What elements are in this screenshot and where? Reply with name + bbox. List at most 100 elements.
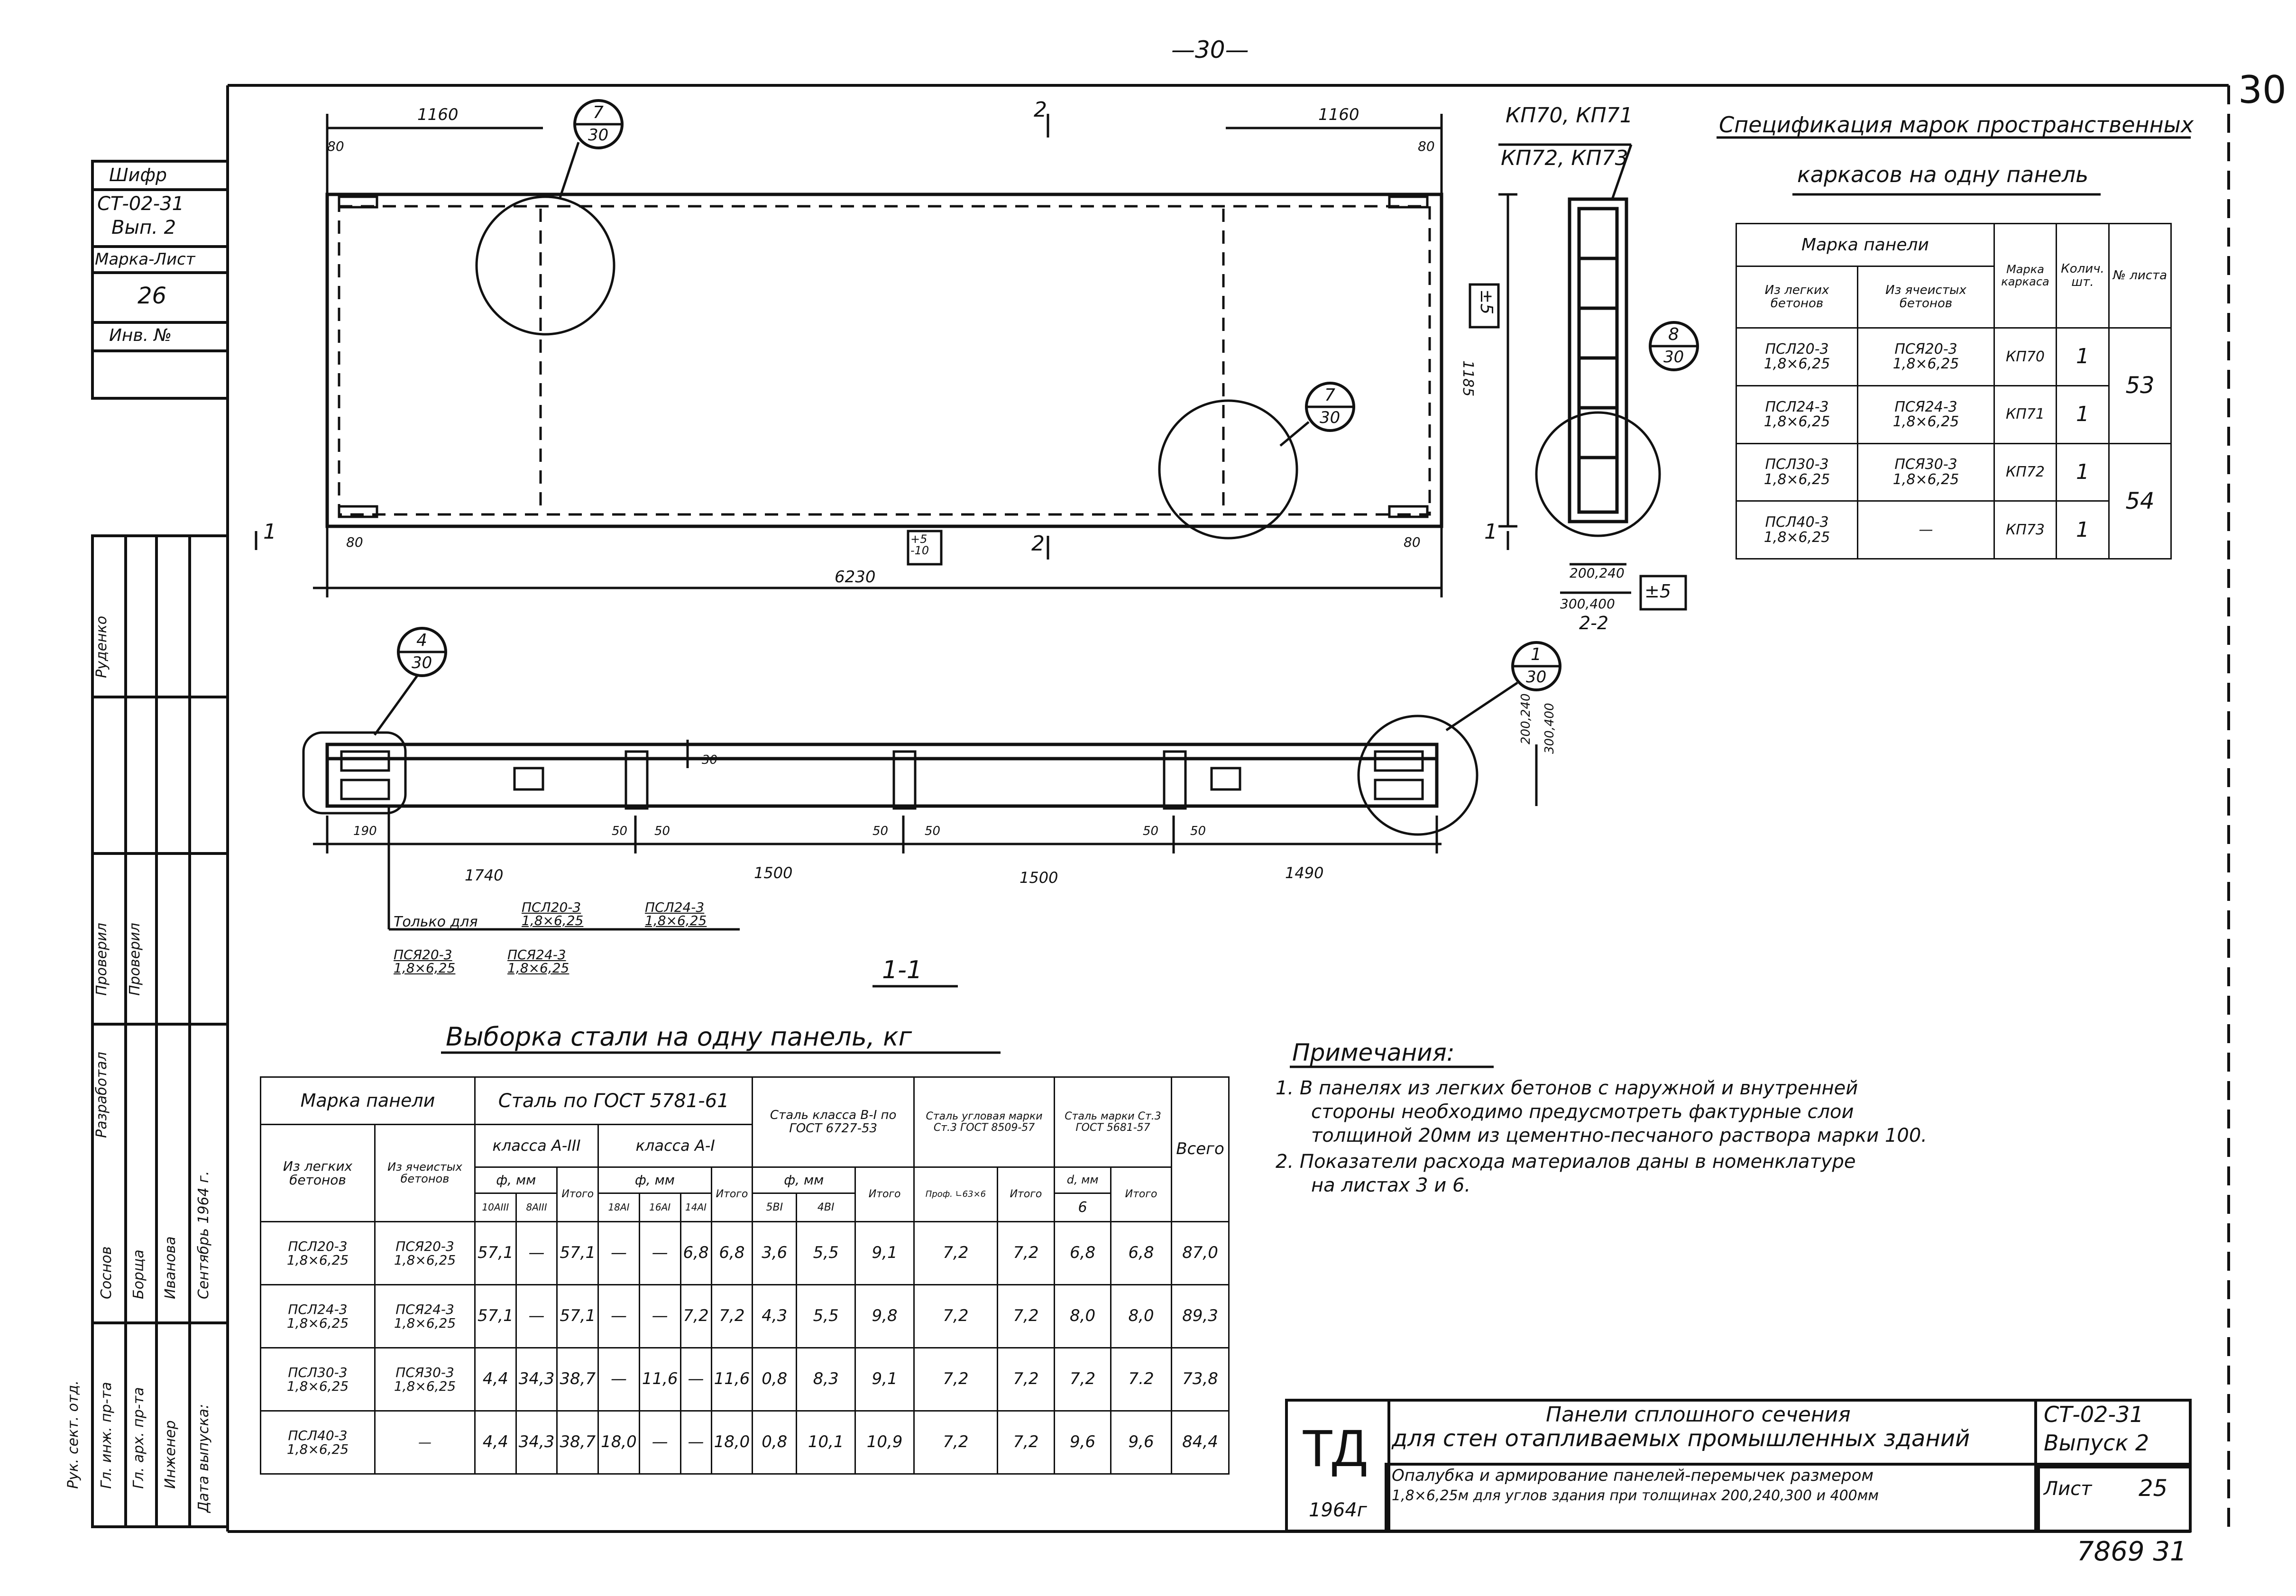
steel-cell: 18,0 xyxy=(710,1410,753,1475)
steel-h-st3-d: d, мм xyxy=(1054,1166,1112,1194)
steel-table: Марка панели Сталь по ГОСТ 5781-61 Сталь… xyxy=(260,1076,1230,1475)
steel-cell: 8,0 xyxy=(1110,1284,1172,1348)
note-line-5: на листах 3 и 6. xyxy=(1311,1174,1471,1196)
note-line-3: толщиной 20мм из цементно-песчаного раст… xyxy=(1311,1125,1928,1147)
steel-r2-cell: ПСЯ24-3 1,8×6,25 xyxy=(374,1284,476,1348)
steel-cell: 7,2 xyxy=(913,1221,998,1285)
steel-h-st3-6: 6 xyxy=(1054,1192,1112,1222)
steel-cell: — xyxy=(638,1284,681,1348)
section-1-1-dim-50-f: 50 xyxy=(1190,824,1206,838)
steel-h-18a1: 18АI xyxy=(597,1192,640,1222)
steel-row: ПСЛ20-3 1,8×6,25 ПСЯ20-3 1,8×6,25 57,1 —… xyxy=(260,1221,1230,1285)
spec-r1-qty: 1 xyxy=(2056,327,2110,386)
steel-cell: 57,1 xyxy=(474,1221,517,1285)
side-role-4: Инженер xyxy=(162,1420,179,1489)
side-role-3: Гл. арх. пр-та xyxy=(130,1387,147,1489)
side-name-4: Иванова xyxy=(162,1236,179,1299)
spec-h-sheet: № листа xyxy=(2108,223,2172,329)
section-1-1-dim-30: 30 xyxy=(702,753,718,767)
side-col-4: Руденко xyxy=(93,615,110,678)
section-mark-1-right: 1 xyxy=(1484,520,1497,544)
steel-r4-cell: — xyxy=(374,1410,476,1475)
steel-cell: 73,8 xyxy=(1171,1347,1230,1412)
steel-cell: — xyxy=(638,1410,681,1475)
steel-cell: — xyxy=(597,1221,640,1285)
callout-7-30-a-num: 7 xyxy=(593,103,604,122)
title-code: СТ-02-31 xyxy=(2044,1402,2144,1427)
only-mark-1: ПСЛ20-3 1,8×6,25 xyxy=(522,899,584,928)
steel-h-14a1: 14АI xyxy=(680,1192,712,1222)
section-1-1-dim-2: 1500 xyxy=(754,864,793,882)
section-mark-2-bottom: 2 xyxy=(1031,532,1045,556)
title-line-1: Панели сплошного сечения xyxy=(1546,1403,1851,1427)
spec-sheet-53: 53 xyxy=(2108,327,2172,444)
steel-cell: 0,8 xyxy=(752,1410,798,1475)
spec-r1-cell: ПСЯ20-3 1,8×6,25 xyxy=(1857,327,1995,386)
title-block-code-cell xyxy=(2034,1399,2192,1468)
section-2-2-tol: ±5 xyxy=(1644,581,1671,602)
spec-r2-cell: ПСЯ24-3 1,8×6,25 xyxy=(1857,385,1995,444)
steel-cell: 34,3 xyxy=(515,1410,558,1475)
steel-cell: 7,2 xyxy=(996,1347,1056,1412)
steel-h-b1: Сталь класса В-I по ГОСТ 6727-53 xyxy=(752,1076,915,1168)
callout-4-30-num: 4 xyxy=(416,631,427,650)
callout-4-30-den: 30 xyxy=(412,653,432,672)
dim-1160-right: 1160 xyxy=(1318,105,1359,124)
side-role-2: Гл. инж. пр-та xyxy=(98,1382,115,1489)
section-1-1-title: 1-1 xyxy=(882,956,922,984)
steel-cell: 4,4 xyxy=(474,1347,517,1412)
steel-cell: — xyxy=(515,1284,558,1348)
section-1-1-dim-1: 1740 xyxy=(465,866,504,884)
spec-r4-qty: 1 xyxy=(2056,500,2110,560)
title-logo: ТД xyxy=(1302,1419,1368,1477)
section-2-2-dim-b: 300,400 xyxy=(1560,596,1615,612)
callout-8-30-num: 8 xyxy=(1668,325,1679,344)
steel-r1-light: ПСЛ20-3 1,8×6,25 xyxy=(260,1221,376,1285)
steel-cell: — xyxy=(597,1347,640,1412)
steel-h-b1-itogo: Итого xyxy=(854,1166,915,1222)
title-block-sheet-cell xyxy=(2034,1463,2192,1532)
steel-h-angle-itogo: Итого xyxy=(996,1166,1056,1222)
steel-cell: 9,6 xyxy=(1054,1410,1112,1475)
side-col-2: Проверил xyxy=(93,923,110,996)
steel-cell: 34,3 xyxy=(515,1347,558,1412)
notes-title: Примечания: xyxy=(1292,1039,1455,1066)
only-mark-4: ПСЯ24-3 1,8×6,25 xyxy=(507,947,569,976)
title-year: 1964г xyxy=(1309,1499,1367,1521)
steel-cell: — xyxy=(680,1347,712,1412)
spec-r3-qty: 1 xyxy=(2056,442,2110,502)
steel-cell: 6,8 xyxy=(710,1221,753,1285)
steel-cell: — xyxy=(680,1410,712,1475)
steel-cell: 57,1 xyxy=(556,1284,599,1348)
spec-table: Марка панели Марка каркаса Колич. шт. № … xyxy=(1735,223,2172,560)
steel-h-5b1: 5ВI xyxy=(752,1192,798,1222)
spec-h-light: Из легких бетонов xyxy=(1735,266,1859,329)
steel-h-a1-phi: ф, мм xyxy=(597,1166,712,1194)
callout-1-30-den: 30 xyxy=(1526,668,1547,687)
section-1-1-height-b: 300,400 xyxy=(1543,703,1557,754)
section-mark-2-top: 2 xyxy=(1034,98,1047,122)
steel-r3-cell: ПСЯ30-3 1,8×6,25 xyxy=(374,1347,476,1412)
steel-h-angle: Сталь угловая марки Ст.3 ГОСТ 8509-57 xyxy=(913,1076,1056,1168)
steel-cell: 38,7 xyxy=(556,1410,599,1475)
steel-cell: 10,1 xyxy=(796,1410,856,1475)
steel-cell: 6,8 xyxy=(680,1221,712,1285)
steel-cell: 7,2 xyxy=(996,1284,1056,1348)
section-1-1-dim-190: 190 xyxy=(353,824,377,838)
title-line-2: для стен отапливаемых промышленных здани… xyxy=(1392,1425,1970,1452)
section-1-1-dim-3: 1500 xyxy=(1019,869,1058,887)
steel-cell: — xyxy=(597,1284,640,1348)
steel-cell: 6,8 xyxy=(1110,1221,1172,1285)
only-for-label: Только для xyxy=(394,914,478,930)
dim-80-tl: 80 xyxy=(327,138,344,154)
dim-80-bl: 80 xyxy=(346,534,363,550)
only-mark-2: ПСЛ24-3 1,8×6,25 xyxy=(645,899,707,928)
steel-cell: 87,0 xyxy=(1171,1221,1230,1285)
steel-r4-light: ПСЛ40-3 1,8×6,25 xyxy=(260,1410,376,1475)
steel-cell: — xyxy=(515,1221,558,1285)
steel-cell: 84,4 xyxy=(1171,1410,1230,1475)
spec-h-frame: Марка каркаса xyxy=(1993,223,2057,329)
spec-r3-frame: КП72 xyxy=(1993,442,2057,502)
